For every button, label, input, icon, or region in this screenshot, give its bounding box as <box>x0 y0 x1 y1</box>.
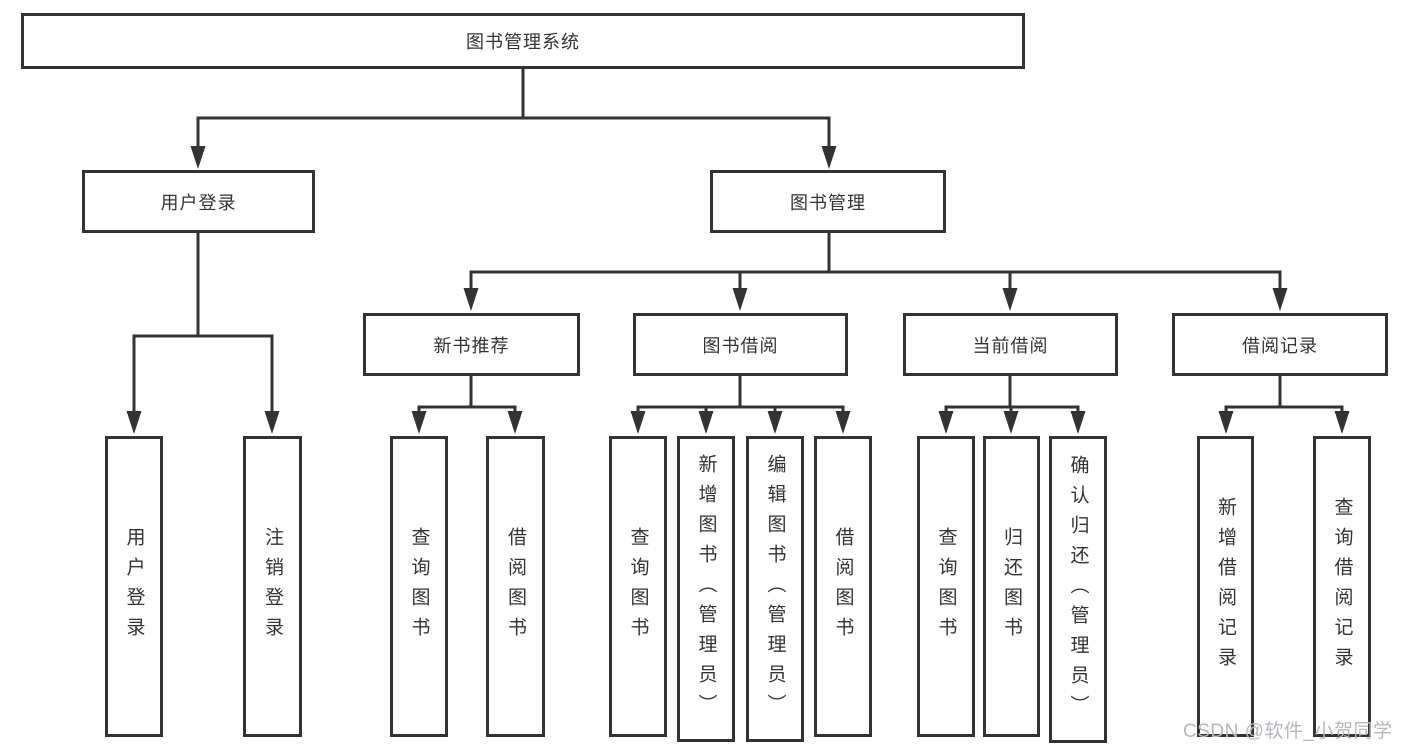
leaf-return-books: 归还图书 <box>983 436 1040 737</box>
leaf-user-login: 用户登录 <box>105 436 163 737</box>
leaf-query-borrow-record: 查询借阅记录 <box>1313 436 1371 737</box>
leaf-recommend-query-books: 查询图书 <box>390 436 448 737</box>
leaf-confirm-return-admin: 确认归还（管理员） <box>1049 436 1107 743</box>
leaf-add-borrow-record: 新增借阅记录 <box>1197 436 1254 737</box>
leaf-query-borrow-record-label: 查询借阅记录 <box>1331 496 1353 677</box>
watermark: CSDN @软件_小贺同学 <box>1183 721 1393 742</box>
node-new-book-recommend: 新书推荐 <box>363 313 580 376</box>
node-user-login-label: 用户登录 <box>160 192 237 213</box>
node-user-login: 用户登录 <box>82 170 315 233</box>
node-new-book-recommend-label: 新书推荐 <box>433 335 510 356</box>
leaf-borrow-query-books-label: 查询图书 <box>627 526 649 647</box>
leaf-borrow-books: 借阅图书 <box>814 436 872 737</box>
leaf-logout-label: 注销登录 <box>262 526 283 647</box>
leaf-recommend-query-books-label: 查询图书 <box>408 526 430 647</box>
leaf-current-query-books: 查询图书 <box>917 436 975 737</box>
leaf-current-query-books-label: 查询图书 <box>935 526 957 647</box>
leaf-user-login-label: 用户登录 <box>123 526 145 647</box>
node-current-borrow-label: 当前借阅 <box>972 335 1049 356</box>
node-borrow-records-label: 借阅记录 <box>1242 335 1318 356</box>
leaf-confirm-return-admin-label: 确认归还（管理员） <box>1067 454 1089 725</box>
leaf-recommend-borrow-books: 借阅图书 <box>486 436 545 737</box>
node-library-system: 图书管理系统 <box>21 13 1025 69</box>
node-book-borrow: 图书借阅 <box>633 313 848 376</box>
node-book-borrow-label: 图书借阅 <box>702 335 779 356</box>
leaf-edit-books-admin-label: 编辑图书（管理员） <box>764 454 786 724</box>
leaf-add-books-admin: 新增图书（管理员） <box>677 436 735 742</box>
node-book-management: 图书管理 <box>710 170 946 233</box>
leaf-add-borrow-record-label: 新增借阅记录 <box>1215 496 1236 677</box>
node-book-management-label: 图书管理 <box>790 192 866 213</box>
leaf-add-books-admin-label: 新增图书（管理员） <box>695 454 717 724</box>
leaf-logout: 注销登录 <box>243 436 302 737</box>
leaf-return-books-label: 归还图书 <box>1001 526 1022 647</box>
leaf-borrow-query-books: 查询图书 <box>609 436 667 737</box>
node-borrow-records: 借阅记录 <box>1172 313 1388 376</box>
node-library-system-label: 图书管理系统 <box>466 32 580 52</box>
node-current-borrow: 当前借阅 <box>903 313 1118 376</box>
leaf-recommend-borrow-books-label: 借阅图书 <box>505 526 526 647</box>
leaf-edit-books-admin: 编辑图书（管理员） <box>746 436 804 742</box>
leaf-borrow-books-label: 借阅图书 <box>832 526 854 647</box>
